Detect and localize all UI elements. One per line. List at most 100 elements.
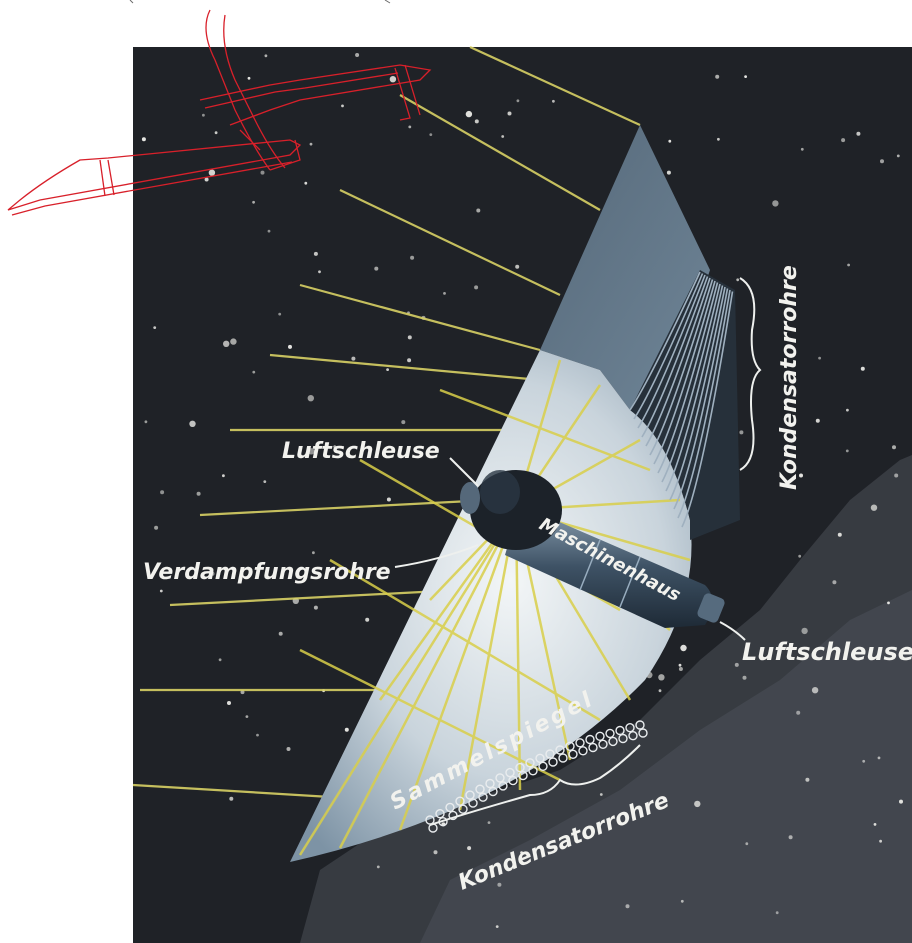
star [351, 356, 356, 361]
condenser-tube [645, 277, 711, 447]
star [386, 368, 389, 371]
star [734, 662, 739, 667]
star [144, 420, 148, 424]
condenser-tubes-right [629, 270, 740, 540]
star [333, 445, 337, 448]
reflected-ray [298, 509, 518, 856]
condenser-tube-ring [535, 753, 545, 763]
sun-ray [199, 498, 491, 517]
star [841, 138, 846, 143]
label-verdampfungsrohre: Verdampfungsrohre [143, 560, 391, 585]
star [252, 370, 256, 374]
airlock-hub [460, 470, 562, 550]
nebula-cloud-inner [420, 590, 912, 943]
star [313, 605, 318, 610]
star [818, 356, 821, 360]
star [288, 344, 292, 349]
star [386, 497, 391, 502]
sun-ray [399, 94, 601, 211]
star [880, 159, 884, 164]
star [256, 733, 259, 737]
star [222, 474, 225, 478]
label-luftschleuse-top: Luftschleuse [282, 439, 440, 464]
condenser-tube-ring [508, 775, 518, 786]
condenser-tube-ring [448, 810, 458, 821]
condenser-tube-ring [565, 741, 575, 751]
condenser-tube [641, 276, 709, 438]
condenser-tube [665, 285, 724, 492]
condenser-tube-ring [475, 784, 485, 794]
star [202, 113, 205, 117]
condenser-tube-ring [568, 749, 578, 759]
star [520, 851, 523, 854]
condenser-tube-ring [455, 796, 465, 806]
star [896, 154, 900, 158]
star [788, 835, 793, 840]
star [278, 312, 282, 316]
star [680, 644, 687, 652]
star [230, 338, 237, 345]
condenser-tube [681, 291, 734, 528]
condenser-tube-ring [485, 778, 495, 789]
label-kondensatorrohre-right: Kondensatorrohre [777, 265, 802, 490]
condenser-tube [637, 274, 706, 429]
star [308, 448, 315, 455]
star [474, 119, 479, 124]
star [286, 747, 291, 751]
star [599, 793, 603, 796]
star [845, 449, 849, 453]
condenser-tube [649, 279, 714, 456]
star [680, 899, 684, 903]
condenser-tube-ring [555, 745, 565, 755]
star [189, 420, 196, 427]
star [433, 850, 438, 855]
star [873, 823, 877, 826]
star [309, 142, 313, 146]
condenser-tube [669, 286, 726, 501]
sun-ray [169, 588, 461, 607]
condenser-tube-ring [598, 739, 608, 749]
engine-house [505, 505, 725, 628]
star [429, 133, 433, 137]
sun-rays [132, 46, 641, 802]
condenser-tube-ring [608, 736, 618, 747]
reflected-ray [338, 509, 518, 849]
star [805, 777, 810, 782]
star [247, 76, 251, 80]
condenser-tube-ring [435, 809, 445, 819]
star [407, 335, 412, 340]
condenser-tube-ring [625, 723, 635, 733]
star [407, 358, 412, 363]
grid-ray [329, 558, 601, 722]
pencil-sketch-overlay [7, 9, 432, 216]
sun-ray [269, 353, 541, 382]
star [474, 285, 479, 290]
star [465, 110, 473, 118]
star [877, 756, 881, 760]
condenser-tube [653, 280, 716, 465]
star [739, 430, 744, 435]
star [229, 796, 234, 801]
condenser-tube-ring [498, 781, 508, 791]
star [742, 675, 747, 680]
star [899, 799, 903, 804]
condenser-tube [657, 282, 719, 474]
star [204, 177, 209, 182]
condenser-tube-ring [558, 753, 568, 763]
star [862, 759, 866, 763]
star [153, 326, 157, 329]
star [252, 200, 256, 204]
star [799, 473, 803, 478]
star [552, 99, 555, 103]
star [694, 800, 701, 808]
star [516, 99, 520, 103]
condenser-tube-ring [578, 746, 588, 756]
star [678, 663, 682, 667]
star [196, 491, 201, 496]
star [497, 882, 502, 887]
condenser-tube-ring [458, 804, 468, 814]
star [856, 131, 861, 136]
grid-ray [299, 648, 561, 782]
star [304, 181, 308, 185]
